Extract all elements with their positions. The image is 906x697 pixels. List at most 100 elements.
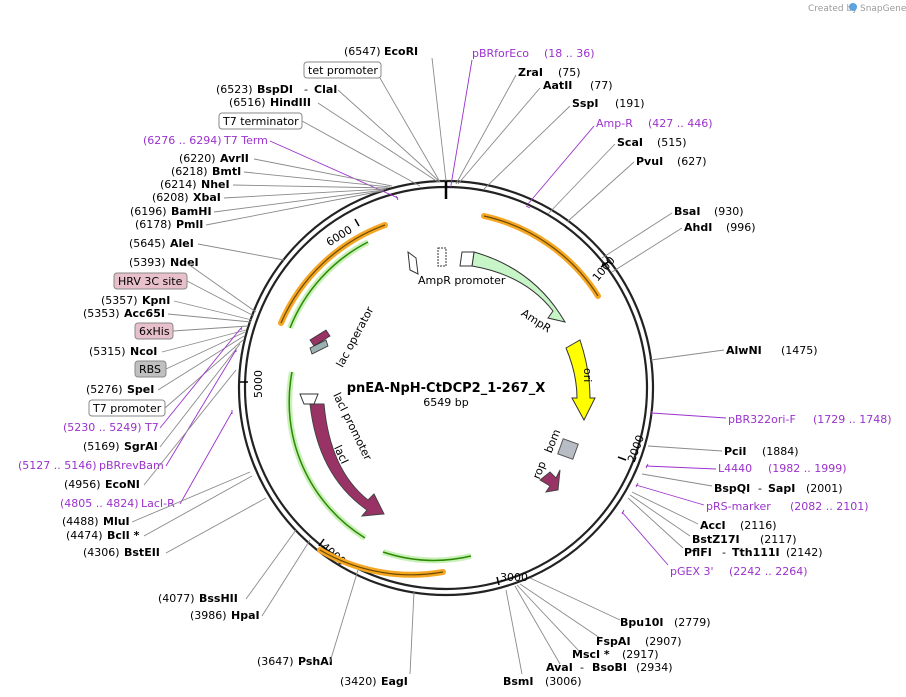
leader-alei	[197, 243, 285, 261]
t7term-name: T7 Term	[223, 134, 268, 147]
avai-pos: (2934)	[636, 661, 673, 674]
avai-name: AvaI	[546, 661, 573, 674]
pbrforeco-range: (18 .. 36)	[544, 47, 595, 60]
primer-tick-pgex	[621, 509, 625, 515]
snapgene-logo-icon	[849, 3, 857, 11]
leader-fspai	[519, 583, 601, 639]
green-arc-left	[288, 371, 366, 539]
ruler-tick-4000	[318, 538, 325, 547]
leader-rbs	[165, 331, 246, 370]
t7-primer-name: T7	[144, 421, 159, 434]
leader-msci	[516, 584, 581, 653]
bspqi-pos: (2001)	[806, 482, 843, 495]
leader-sspi	[483, 105, 571, 190]
ori-label: ori	[581, 368, 594, 382]
laci-promoter-arrow	[299, 393, 319, 405]
prs-marker-name: pRS-marker	[706, 500, 771, 513]
leader-hindiii	[317, 102, 439, 183]
ruler-tick-6000	[354, 218, 360, 227]
bsshii-name: BssHII	[199, 592, 238, 605]
scai-name: ScaI	[617, 136, 643, 149]
his-tag-glyph	[309, 339, 329, 355]
bstz17i-pos: (2117)	[760, 533, 797, 546]
leader-acci	[631, 491, 699, 525]
ecori-name: EcoRI	[384, 45, 418, 58]
bcli-name: BclI *	[107, 529, 140, 542]
leader-scai	[547, 143, 616, 215]
bsshii-pos: (4077)	[158, 592, 195, 605]
leader-tet-promoter	[379, 77, 441, 183]
mlui-pos: (4488)	[62, 515, 99, 528]
ruler-tick-2000	[617, 456, 627, 461]
bamhi-name: BamHI	[171, 205, 212, 218]
alei-pos: (5645)	[129, 237, 166, 250]
acci-name: AccI	[700, 519, 726, 532]
leader-eagi	[409, 591, 415, 675]
leader-bmti	[243, 171, 391, 188]
xbai-name: XbaI	[193, 191, 221, 204]
pgex-name: pGEX 3'	[670, 565, 714, 578]
ruler-tick-1000	[600, 261, 609, 268]
ndei-name: NdeI	[170, 256, 199, 269]
pbrrevbam-name: pBRrevBam	[99, 459, 164, 472]
small-site-glyph	[437, 247, 447, 267]
leader-pvui	[566, 161, 635, 223]
leader-6xhis	[172, 325, 249, 332]
eagi-pos: (3420)	[340, 675, 377, 688]
hindiii-name: HindIII	[270, 96, 311, 109]
leader-t7-primer	[159, 327, 242, 429]
ruler-label-5000: 5000	[252, 370, 265, 398]
leader-pgex	[621, 511, 669, 566]
sspi-name: SspI	[572, 97, 598, 110]
ampr-arrow	[471, 251, 567, 323]
leader-bstz17i	[629, 494, 691, 537]
rop-label: rop	[530, 459, 549, 481]
alwni-name: AlwNI	[726, 344, 762, 357]
nhei-name: NheI	[201, 178, 230, 191]
leader-bspdi	[337, 89, 441, 183]
bspqi-name: BspQI	[714, 482, 750, 495]
pcii-name: PciI	[724, 445, 746, 458]
fspai-pos: (2907)	[645, 635, 682, 648]
bsai-pos: (930)	[714, 205, 744, 218]
avrii-pos: (6220)	[179, 152, 216, 165]
leader-pflfi	[627, 497, 684, 549]
pbr322ori-range: (1729 .. 1748)	[813, 413, 892, 426]
bspdi-dash: -	[304, 83, 308, 96]
pbr322ori-name: pBR322ori-F	[728, 413, 796, 426]
bsmi-name: BsmI	[503, 675, 534, 688]
bsobi-name: BsoBI	[592, 661, 627, 674]
leader-hrv	[186, 280, 255, 317]
leader-prs-marker	[635, 484, 705, 506]
leader-bcli	[143, 475, 253, 537]
ncoi-pos: (5315)	[89, 345, 126, 358]
bcli-pos: (4474)	[66, 529, 103, 542]
bamhi-pos: (6196)	[130, 205, 167, 218]
leader-bsshii	[245, 529, 297, 600]
prs-marker-range: (2082 .. 2101)	[790, 500, 869, 513]
sgrai-name: SgrAI	[124, 440, 158, 453]
econi-pos: (4956)	[64, 478, 101, 491]
ruler-tick-3000	[496, 576, 500, 586]
leader-pbrrevbam	[165, 349, 237, 467]
ncoi-name: NcoI	[130, 345, 157, 358]
hpai-name: HpaI	[231, 609, 260, 622]
leader-spei	[157, 335, 245, 391]
ndei-pos: (5393)	[129, 256, 166, 269]
plasmid-size: 6549 bp	[423, 396, 468, 409]
lac-operator-glyph	[309, 329, 331, 347]
l4440-name: L4440	[718, 462, 752, 475]
hrv-3c-site-label: HRV 3C site	[118, 275, 183, 288]
bmti-name: BmtI	[212, 165, 241, 178]
ecori-pos: (6547)	[344, 45, 381, 58]
leader-mlui	[131, 471, 251, 523]
watermark-brand: SnapGene	[860, 4, 906, 14]
leader-hpai	[261, 539, 311, 617]
t7term-range: (6276 .. 6294)	[143, 134, 222, 147]
bsteii-pos: (4306)	[83, 546, 120, 559]
eagi-name: EagI	[381, 675, 408, 688]
zrai-name: ZraI	[518, 66, 543, 79]
bsai-name: BsaI	[674, 205, 700, 218]
zrai-pos: (75)	[558, 66, 581, 79]
